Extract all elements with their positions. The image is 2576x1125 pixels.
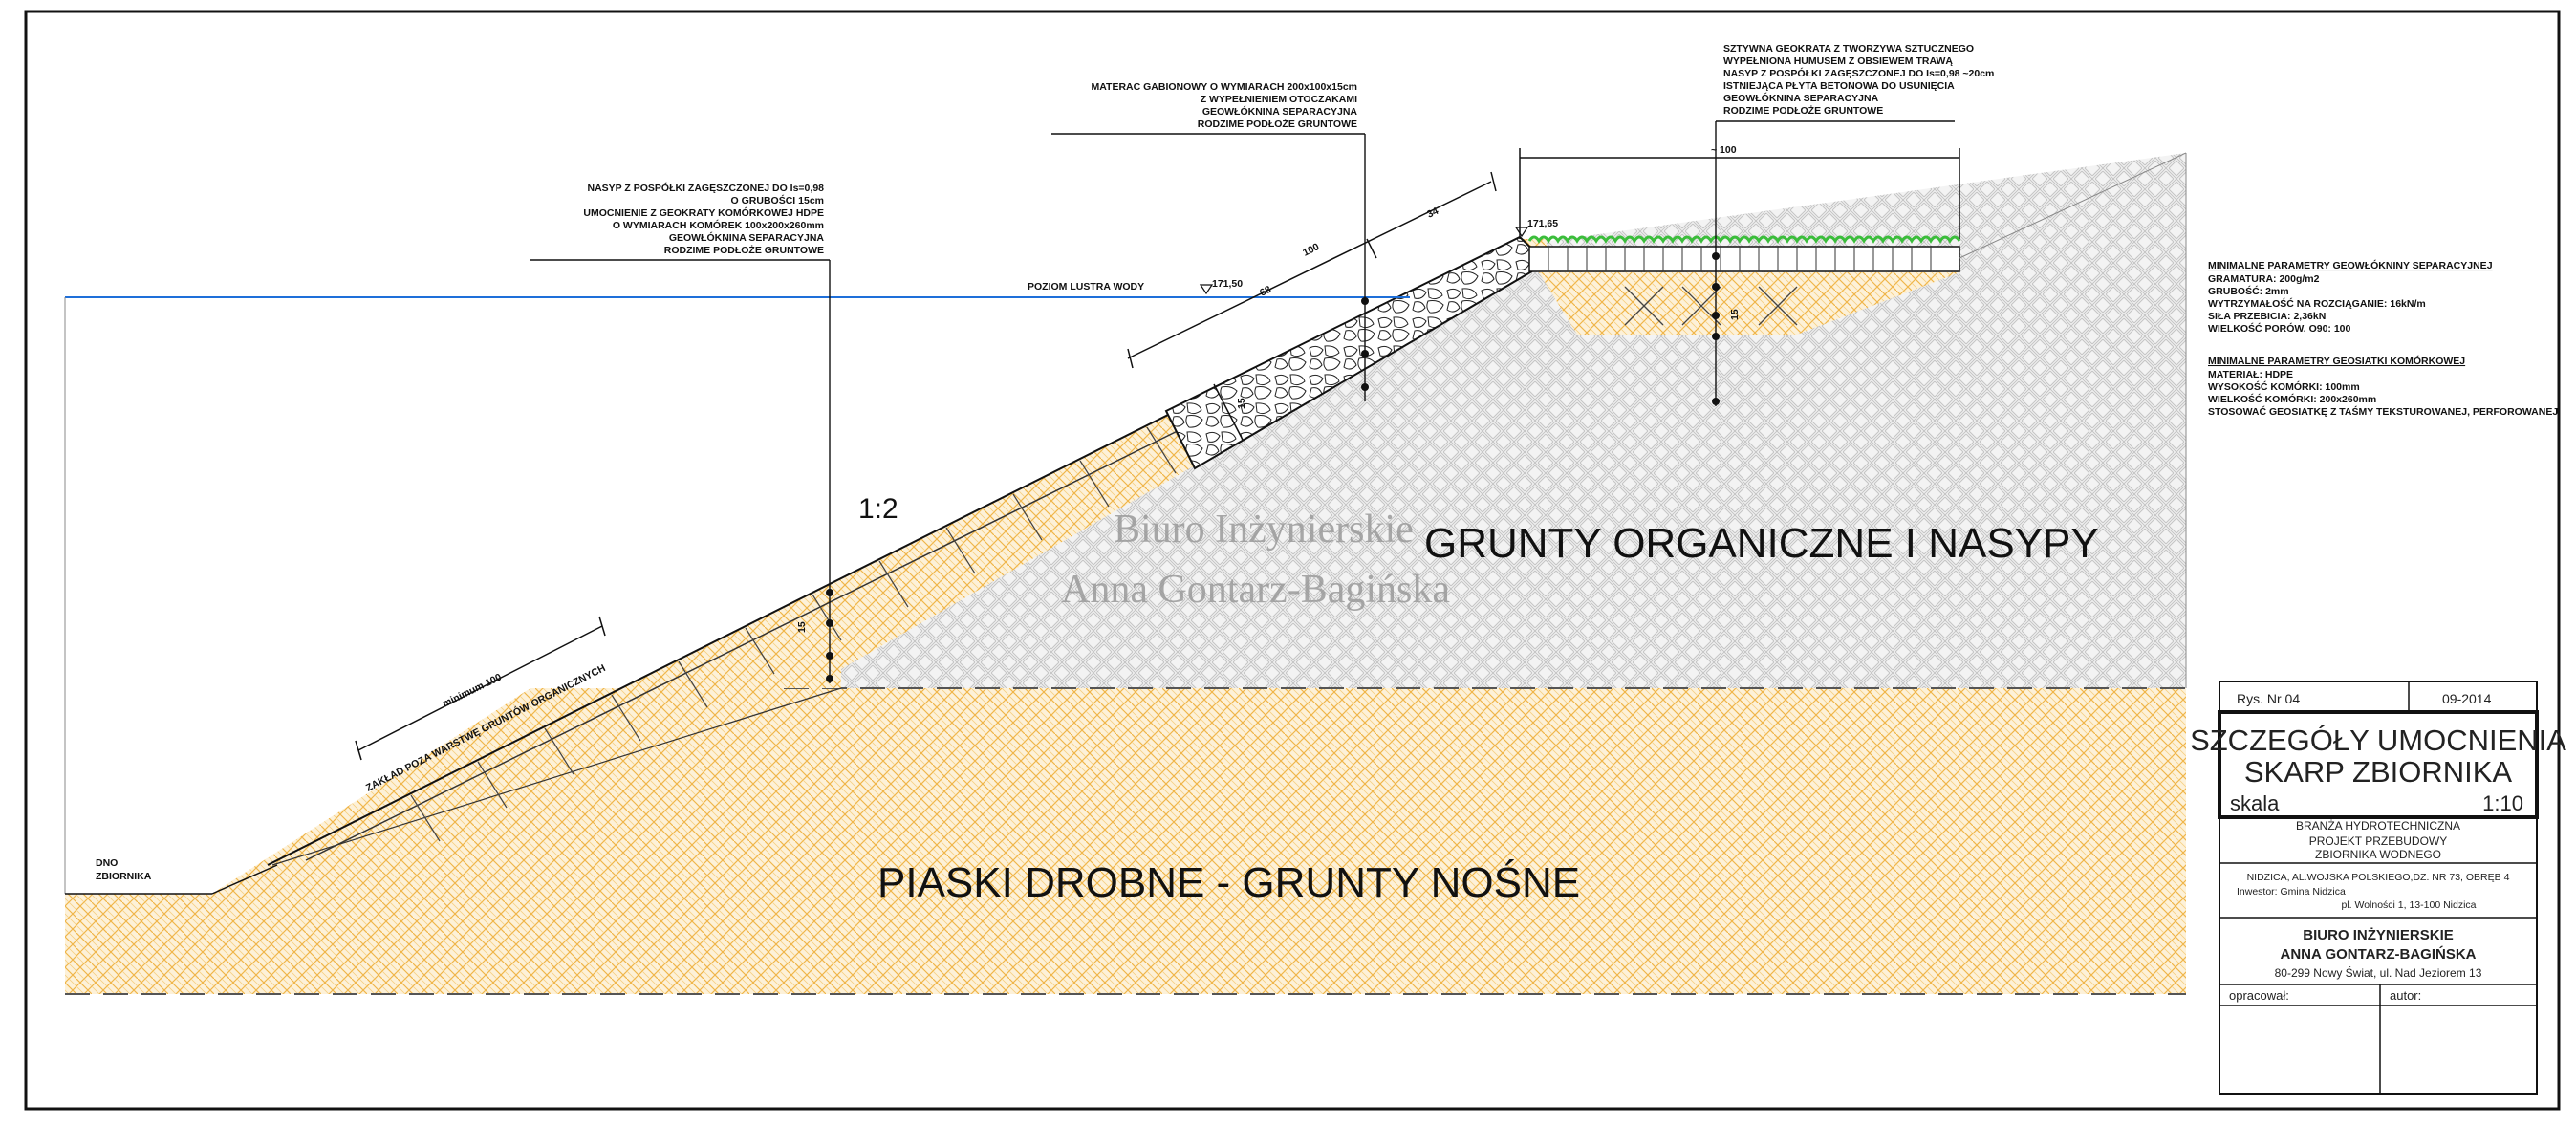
project-line-1: PROJEKT PRZEBUDOWY — [2309, 834, 2447, 848]
dim-34: 34 — [1425, 206, 1440, 221]
top-platform-fill — [1539, 272, 1959, 335]
bottom-label-2: ZBIORNIKA — [96, 871, 152, 882]
watermark-line-1: Biuro Inżynierskie — [1114, 508, 1414, 552]
dim-100-slope: 100 — [1301, 241, 1321, 259]
svg-text:GRUBOŚĆ: 2mm: GRUBOŚĆ: 2mm — [2208, 285, 2289, 297]
svg-text:ISTNIEJĄCA PŁYTA BETONOWA DO U: ISTNIEJĄCA PŁYTA BETONOWA DO USUNIĘCIA — [1723, 80, 1955, 92]
dim-68: 68 — [1258, 284, 1273, 299]
sheet-frame — [24, 10, 2561, 1111]
svg-text:GRAMATURA: 200g/m2: GRAMATURA: 200g/m2 — [2208, 273, 2320, 285]
drawing-title-1: SZCZEGÓŁY UMOCNIENIA — [2190, 724, 2566, 757]
svg-text:SIŁA PRZEBICIA: 2,36kN: SIŁA PRZEBICIA: 2,36kN — [2208, 311, 2326, 322]
top-annotation: SZTYWNA GEOKRATA Z TWORZYWA SZTUCZNEGO W… — [1723, 43, 1994, 117]
bottom-label-1: DNO — [96, 857, 118, 869]
water-elevation: 171,50 — [1212, 278, 1243, 290]
svg-text:WIELKOŚĆ PORÓW. O90: 100: WIELKOŚĆ PORÓW. O90: 100 — [2208, 322, 2351, 335]
svg-text:MINIMALNE PARAMETRY GEOWŁÓKNIN: MINIMALNE PARAMETRY GEOWŁÓKNINY SEPARACY… — [2208, 259, 2493, 271]
svg-text:O WYMIARACH KOMÓREK 100x200x26: O WYMIARACH KOMÓREK 100x200x260mm — [613, 219, 824, 231]
office-name-1: BIURO INŻYNIERSKIE — [2303, 927, 2454, 943]
location-line: NIDZICA, AL.WOJSKA POLSKIEGO,DZ. NR 73, … — [2247, 872, 2510, 883]
grass-line — [1527, 235, 1961, 244]
top-elevation: 171,65 — [1527, 218, 1558, 229]
branch-label: BRANŻA HYDROTECHNICZNA — [2296, 819, 2460, 833]
middle-annotation: MATERAC GABIONOWY O WYMIARACH 200x100x15… — [1091, 81, 1357, 130]
svg-text:NASYP Z POSPÓŁKI ZAGĘSZCZONEJ: NASYP Z POSPÓŁKI ZAGĘSZCZONEJ DO Is=0,98 — [588, 182, 825, 194]
scale-label: skala — [2230, 791, 2280, 815]
author-label: autor: — [2390, 988, 2421, 1003]
watermark-line-2: Anna Gontarz-Bagińska — [1061, 568, 1450, 612]
svg-text:RODZIME PODŁOŻE GRUNTOWE: RODZIME PODŁOŻE GRUNTOWE — [1723, 104, 1883, 117]
svg-text:MINIMALNE PARAMETRY GEOSIATKI: MINIMALNE PARAMETRY GEOSIATKI KOMÓRKOWEJ — [2208, 355, 2465, 367]
svg-text:WYTRZYMAŁOŚĆ NA ROZCIĄGANIE: 1: WYTRZYMAŁOŚĆ NA ROZCIĄGANIE: 16kN/m — [2208, 297, 2426, 310]
investor-line-2: pl. Wolności 1, 13-100 Nidzica — [2341, 899, 2476, 911]
dim-15-mid: 15 — [1236, 398, 1247, 409]
organic-soil-zone — [784, 153, 2186, 688]
left-annotation: NASYP Z POSPÓŁKI ZAGĘSZCZONEJ DO Is=0,98… — [583, 182, 824, 256]
dim-15-left: 15 — [796, 621, 808, 633]
sand-soil-zone — [65, 688, 2186, 994]
drawing-title-2: SKARP ZBIORNIKA — [2244, 755, 2513, 789]
title-block: Rys. Nr 04 09-2014 SZCZEGÓŁY UMOCNIENIA … — [2190, 681, 2566, 1095]
investor-line-1: Inwestor: Gmina Nidzica — [2237, 886, 2346, 898]
svg-text:GEOWŁÓKNINA SEPARACYJNA: GEOWŁÓKNINA SEPARACYJNA — [1723, 92, 1879, 104]
svg-text:NASYP Z POSPÓŁKI ZAGĘSZCZONEJ: NASYP Z POSPÓŁKI ZAGĘSZCZONEJ DO Is=0,98… — [1723, 67, 1994, 79]
svg-text:STOSOWAĆ GEOSIATKĘ Z TAŚMY TEK: STOSOWAĆ GEOSIATKĘ Z TAŚMY TEKSTUROWANEJ… — [2208, 405, 2558, 418]
svg-text:WYPEŁNIONA HUMUSEM Z OBSIEWEM: WYPEŁNIONA HUMUSEM Z OBSIEWEM TRAWĄ — [1723, 55, 1953, 67]
svg-text:RODZIME PODŁOŻE GRUNTOWE: RODZIME PODŁOŻE GRUNTOWE — [1198, 118, 1357, 130]
svg-text:Z WYPEŁNIENIEM OTOCZAKAMI: Z WYPEŁNIENIEM OTOCZAKAMI — [1201, 94, 1357, 105]
svg-text:WIELKOŚĆ KOMÓRKI: 200x260mm: WIELKOŚĆ KOMÓRKI: 200x260mm — [2208, 393, 2376, 405]
top-geogrid — [1528, 246, 1960, 272]
geotextile-params: MINIMALNE PARAMETRY GEOWŁÓKNINY SEPARACY… — [2208, 259, 2558, 418]
svg-text:MATERAC GABIONOWY O WYMIARACH: MATERAC GABIONOWY O WYMIARACH 200x100x15… — [1091, 81, 1357, 93]
svg-text:WYSOKOŚĆ KOMÓRKI: 100mm: WYSOKOŚĆ KOMÓRKI: 100mm — [2208, 380, 2360, 393]
dim-top: ~ 100 — [1711, 144, 1737, 156]
svg-text:RODZIME PODŁOŻE GRUNTOWE: RODZIME PODŁOŻE GRUNTOWE — [664, 244, 824, 256]
drawing-date: 09-2014 — [2442, 691, 2492, 706]
organic-soil-label: GRUNTY ORGANICZNE I NASYPY — [1424, 520, 2099, 567]
office-name-2: ANNA GONTARZ-BAGIŃSKA — [2281, 946, 2477, 963]
svg-text:UMOCNIENIE Z GEOKRATY KOMÓRKOW: UMOCNIENIE Z GEOKRATY KOMÓRKOWEJ HDPE — [583, 206, 824, 219]
scale-value: 1:10 — [2482, 791, 2523, 815]
office-address: 80-299 Nowy Świat, ul. Nad Jeziorem 13 — [2275, 965, 2482, 980]
svg-text:O GRUBOŚCI 15cm: O GRUBOŚCI 15cm — [731, 194, 824, 206]
prepared-by-label: opracował: — [2229, 988, 2289, 1003]
dim-15-top: 15 — [1729, 309, 1741, 320]
dim-min100: minimum 100 — [441, 671, 504, 709]
water-level-label: POZIOM LUSTRA WODY — [1028, 281, 1144, 292]
slope-ratio: 1:2 — [858, 493, 898, 525]
drawing-number: Rys. Nr 04 — [2237, 691, 2300, 706]
svg-text:GEOWŁÓKNINA SEPARACYJNA: GEOWŁÓKNINA SEPARACYJNA — [669, 231, 825, 244]
project-line-2: ZBIORNIKA WODNEGO — [2315, 848, 2441, 861]
svg-text:GEOWŁÓKNINA SEPARACYJNA: GEOWŁÓKNINA SEPARACYJNA — [1202, 105, 1358, 118]
sand-soil-label: PIASKI DROBNE - GRUNTY NOŚNE — [877, 857, 1580, 906]
svg-text:SZTYWNA GEOKRATA Z TWORZYWA SZ: SZTYWNA GEOKRATA Z TWORZYWA SZTUCZNEGO — [1723, 43, 1974, 54]
svg-text:MATERIAŁ: HDPE: MATERIAŁ: HDPE — [2208, 369, 2293, 380]
